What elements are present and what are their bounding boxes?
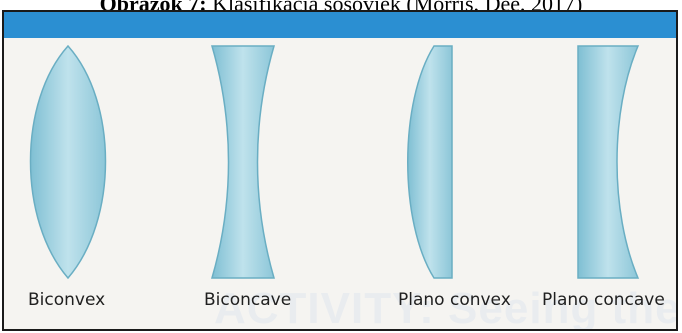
plano-concave-lens	[577, 45, 640, 279]
plano-concave-label: Plano concave	[542, 290, 665, 310]
biconcave-label: Biconcave	[204, 290, 292, 310]
lens-figure: ACTIVITY: Seeing the light Biconvex Bico…	[2, 10, 678, 331]
lens-diagram	[29, 44, 640, 280]
biconcave-lens	[211, 45, 275, 279]
plano-convex-lens	[407, 45, 453, 279]
plano-convex-label: Plano convex	[398, 290, 511, 310]
background-activity-text: ACTIVITY: Seeing the light	[214, 284, 678, 331]
biconvex-label: Biconvex	[28, 290, 106, 310]
top-color-band	[4, 12, 676, 38]
biconvex-lens	[29, 44, 107, 280]
